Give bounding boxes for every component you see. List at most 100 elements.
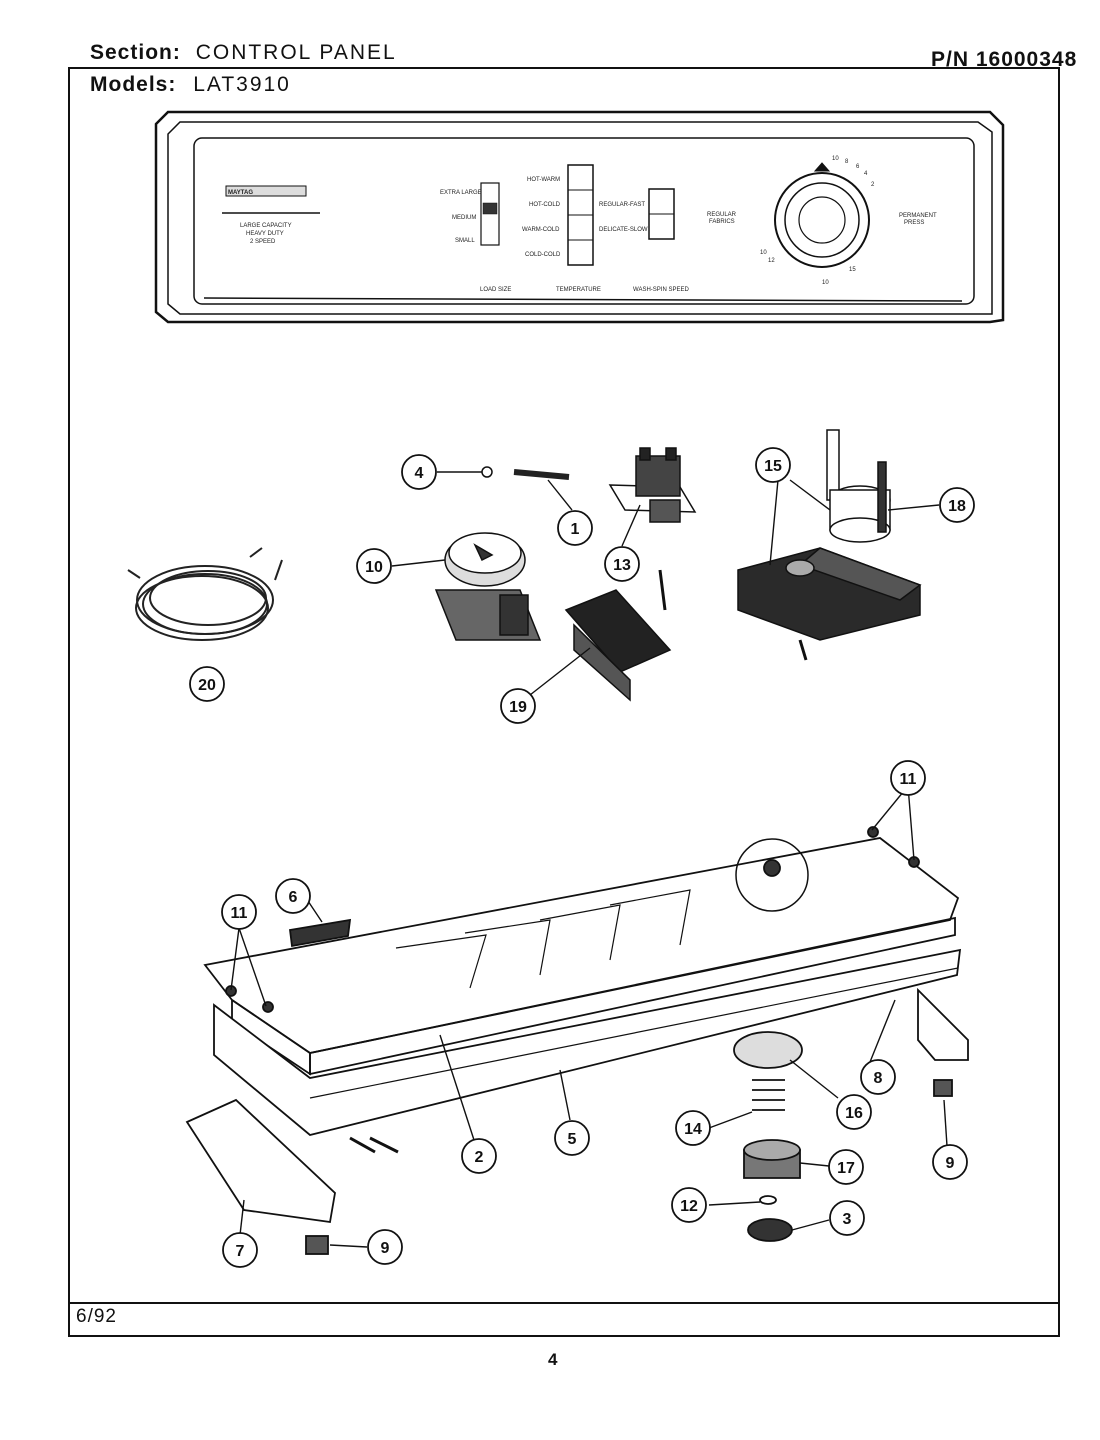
dial-permanent: PERMANENT — [899, 213, 937, 219]
part-9-clip-left — [305, 1235, 329, 1255]
callout-11-right: 11 — [890, 760, 926, 796]
part-16-cam — [733, 1031, 803, 1069]
main-frame-assembly — [185, 826, 969, 1255]
callouts: 4 1 13 15 18 10 20 19 11 6 11 8 16 14 5 … — [189, 447, 975, 1268]
callout-15-label: 15 — [764, 458, 782, 475]
callout-7-label: 7 — [236, 1243, 245, 1260]
callout-6-label: 6 — [289, 889, 298, 906]
callout-19-label: 19 — [509, 699, 527, 716]
callout-7: 7 — [222, 1232, 258, 1268]
panel-brand: MAYTAG — [228, 190, 253, 196]
callout-9-left: 9 — [367, 1229, 403, 1265]
dial-num-2: 8 — [845, 159, 849, 165]
dial-num-4: 4 — [864, 171, 868, 177]
dial-num-3: 6 — [856, 164, 860, 170]
temp-hot-cold: HOT-COLD — [529, 202, 561, 208]
part-14-spring — [752, 1079, 785, 1111]
speed-delicate-slow: DELICATE-SLOW — [599, 227, 648, 233]
callout-18-label: 18 — [948, 498, 966, 515]
callout-3: 3 — [829, 1200, 865, 1236]
panel-subtitle-3: 2 SPEED — [250, 239, 276, 245]
part-20-wire-harness — [127, 547, 283, 641]
callout-16: 16 — [836, 1094, 872, 1130]
dial-press: PRESS — [904, 220, 924, 226]
part-15-timer — [737, 547, 922, 661]
footer-divider — [68, 1302, 1058, 1304]
section-label: Section: CONTROL PANEL — [90, 41, 397, 65]
callout-11-right-label: 11 — [900, 771, 917, 788]
part-2-panel-frame — [203, 837, 960, 1054]
dial-num-5: 2 — [871, 182, 875, 188]
section-load-size: LOAD SIZE — [480, 287, 511, 293]
panel-subtitle-2: HEAVY DUTY — [246, 231, 284, 237]
callout-2: 2 — [461, 1138, 497, 1174]
callout-10-label: 10 — [365, 559, 383, 576]
load-size-small: SMALL — [455, 238, 475, 244]
callout-3-label: 3 — [843, 1211, 852, 1228]
part-3-dial — [747, 1218, 793, 1242]
part-6-spring — [288, 918, 352, 948]
dial-num-7: 10 — [760, 250, 767, 256]
callout-8-label: 8 — [874, 1070, 883, 1087]
brand-plate — [225, 185, 307, 197]
callout-12: 12 — [671, 1187, 707, 1223]
temp-cold-cold: COLD-COLD — [525, 252, 561, 258]
callout-2-label: 2 — [475, 1149, 484, 1166]
control-panel-labels: MAYTAG LARGE CAPACITY HEAVY DUTY 2 SPEED… — [228, 156, 937, 293]
callout-4: 4 — [401, 454, 437, 490]
section-label-text: Section: — [90, 41, 181, 64]
load-size-medium: MEDIUM — [452, 215, 476, 221]
part-7-bracket — [185, 1098, 336, 1224]
dial-num-9: 10 — [822, 280, 829, 286]
part-12-clip — [759, 1195, 777, 1205]
dial-regular: REGULAR — [707, 212, 737, 218]
temp-warm-cold: WARM-COLD — [522, 227, 560, 233]
callout-4-label: 4 — [415, 465, 424, 482]
callout-15: 15 — [755, 447, 791, 483]
load-size-slider — [480, 182, 500, 246]
models-label: Models: LAT3910 — [90, 73, 291, 97]
part-8-bracket — [917, 987, 969, 1061]
callout-5: 5 — [554, 1120, 590, 1156]
part-18-timer-motor — [826, 429, 891, 543]
load-size-extra-large: EXTRA LARGE — [440, 190, 482, 196]
callout-12-label: 12 — [680, 1198, 698, 1215]
models-label-text: Models: — [90, 73, 177, 96]
dial-num-1: 10 — [832, 156, 839, 162]
callout-13: 13 — [604, 546, 640, 582]
part-4-clip — [481, 466, 493, 478]
callout-16-label: 16 — [845, 1105, 863, 1122]
callout-20-label: 20 — [198, 677, 216, 694]
panel-subtitle-1: LARGE CAPACITY — [240, 223, 292, 229]
speed-regular-fast: REGULAR-FAST — [599, 202, 645, 208]
revision-date: 6/92 — [76, 1306, 117, 1327]
callout-20: 20 — [189, 666, 225, 702]
dial-fabrics: FABRICS — [709, 219, 735, 225]
callout-1-label: 1 — [571, 521, 580, 538]
callout-14-label: 14 — [684, 1121, 702, 1138]
callout-18: 18 — [939, 487, 975, 523]
callout-5-label: 5 — [568, 1131, 577, 1148]
page-number: 4 — [548, 1350, 558, 1369]
part-13-switch — [608, 447, 697, 523]
part-9-clip-right — [933, 1079, 953, 1097]
callout-19: 19 — [500, 688, 536, 724]
part-number: P/N 16000348 — [931, 48, 1078, 71]
leader-lines — [230, 471, 948, 1248]
section-temperature: TEMPERATURE — [556, 287, 601, 293]
callout-9-left-label: 9 — [381, 1240, 390, 1257]
callout-13-label: 13 — [613, 557, 631, 574]
part-10-actuator — [434, 532, 542, 641]
callout-1: 1 — [557, 510, 593, 546]
part-19-switch-block — [564, 569, 672, 702]
dial-num-6: 12 — [768, 258, 775, 264]
parts-illustrations — [127, 429, 969, 1255]
callout-17: 17 — [828, 1149, 864, 1185]
callout-6: 6 — [275, 878, 311, 914]
callout-11-left: 11 — [221, 894, 257, 930]
dial-num-8: 15 — [849, 267, 856, 273]
part-1-spring — [513, 469, 570, 480]
callout-17-label: 17 — [837, 1160, 855, 1177]
timer-mount — [735, 838, 809, 912]
